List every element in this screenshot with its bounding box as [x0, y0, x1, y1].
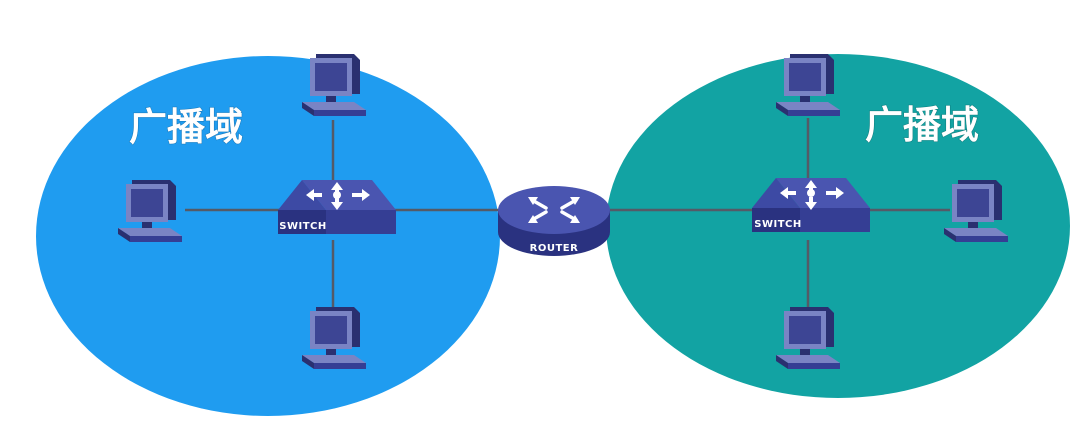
router-label: ROUTER: [530, 243, 579, 254]
pc-left-left-icon: [118, 180, 182, 242]
pc-right-right-icon: [944, 180, 1008, 242]
left-switch-label: SWITCH: [279, 221, 326, 232]
router-icon: ROUTER: [498, 186, 610, 256]
left-broadcast-domain: [36, 56, 500, 416]
pc-right-top-icon: [776, 54, 840, 116]
pc-left-top-icon: [302, 54, 366, 116]
links: [185, 118, 950, 318]
pc-left-bottom-icon: [302, 307, 366, 369]
pc-right-bottom-icon: [776, 307, 840, 369]
right-switch-icon: SWITCH: [752, 178, 870, 232]
left-domain-label: 广播域: [129, 105, 243, 149]
right-domain-label: 广播域: [865, 103, 979, 147]
left-switch-icon: SWITCH: [278, 180, 396, 234]
right-switch-label: SWITCH: [754, 219, 801, 230]
